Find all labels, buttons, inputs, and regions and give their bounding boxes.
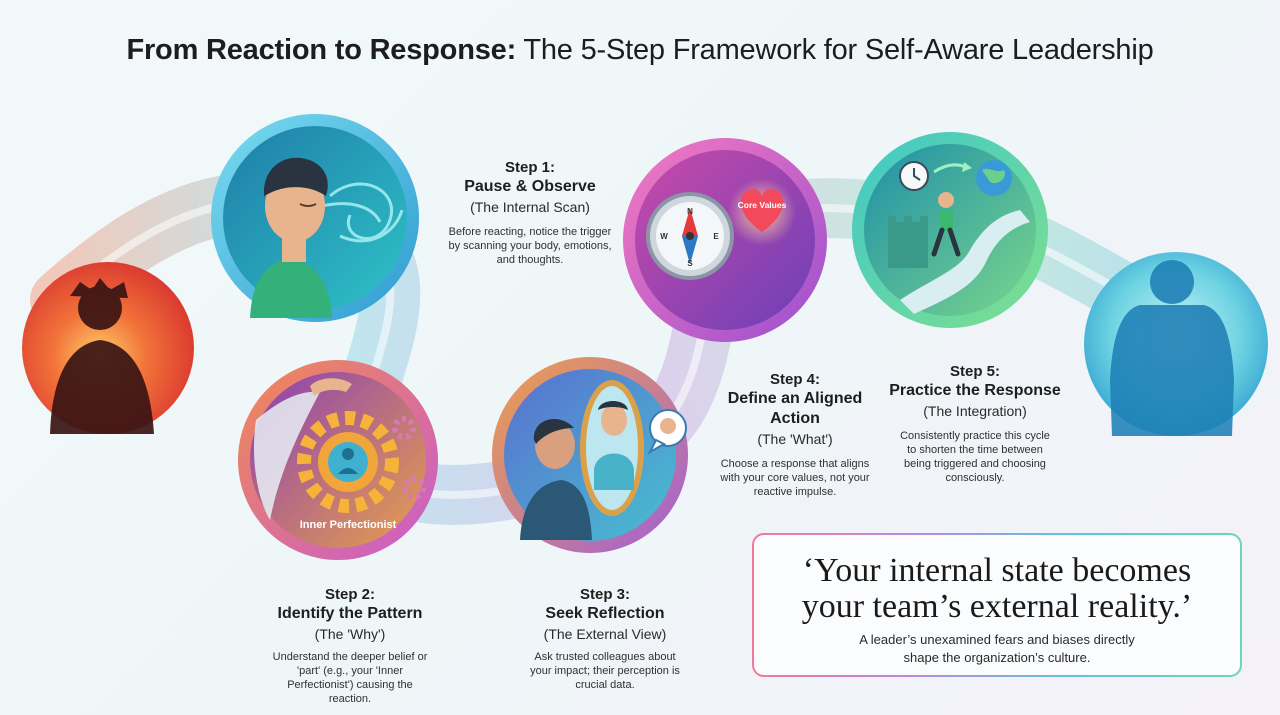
step1-text: Step 1: Pause & Observe (The Internal Sc… [430,158,630,267]
step3-description: Ask trusted colleagues about your impact… [530,651,680,691]
globe-icon [976,160,1012,196]
heart-icon: Core Values [728,178,796,246]
gear-icon [297,411,399,513]
man-with-eyes-closed-icon [250,157,332,318]
compass-e-label: E [713,232,719,241]
step2-description: Understand the deeper belief or 'part' (… [272,651,428,705]
step1-number: Step 1: [504,159,555,176]
breath-swirl-icon [321,182,404,243]
inner-perfectionist-label: Inner Perfectionist [300,519,397,531]
conscious-leader-circle [1084,252,1268,436]
step2-name: Identify the Pattern [277,605,423,622]
step2-number: Step 2: [324,586,375,603]
step1-illustration [211,114,419,322]
step3-subtitle: (The External View) [543,626,667,642]
winding-path-icon [888,210,1030,314]
step4-text: Step 4: Define an Aligned Action (The 'W… [700,370,890,499]
step5-illustration [852,132,1048,328]
step4-number: Step 4: [769,371,820,388]
small-gear-icon [392,416,426,500]
title-rest: The 5-Step Framework for Self-Aware Lead… [516,34,1154,66]
compass-icon: N E W S [646,192,734,280]
quote-subtext: A leader’s unexamined fears and biases d… [859,632,1135,665]
quote-card: ‘Your internal state becomes your team’s… [752,533,1242,677]
reactive-silhouette-icon [50,278,154,434]
step2-subtitle: (The 'Why') [314,626,386,642]
step4-subtitle: (The 'What') [757,431,833,447]
conscious-silhouette-icon [1110,260,1234,436]
compass-s-label: S [687,259,693,268]
step5-subtitle: (The Integration) [923,403,1027,419]
veil-hand-icon [253,378,352,520]
quote-text: ‘Your internal state becomes your team’s… [801,552,1193,625]
step3-text: Step 3: Seek Reflection (The External Vi… [505,585,705,692]
step4-illustration: N E W S Core Values [623,138,827,342]
step3-illustration [492,357,688,553]
man-facing-mirror-icon [520,418,592,540]
clock-icon [899,161,929,191]
step4-name: Define an Aligned Action [727,390,863,427]
page-title: From Reaction to Response: The 5-Step Fr… [0,30,1280,70]
compass-w-label: W [660,232,668,241]
step4-description: Choose a response that aligns with your … [720,458,870,498]
step3-number: Step 3: [579,586,630,603]
step5-name: Practice the Response [889,382,1061,399]
mirror-icon [580,380,644,516]
step3-name: Seek Reflection [545,605,665,622]
compass-n-label: N [687,207,693,216]
core-values-label: Core Values [738,200,787,210]
step5-number: Step 5: [949,363,1000,380]
step5-text: Step 5: Practice the Response (The Integ… [860,362,1090,485]
step1-name: Pause & Observe [464,178,596,195]
reactive-leader-circle [22,262,194,434]
step1-subtitle: (The Internal Scan) [470,199,590,215]
walking-man-icon [931,192,961,257]
step2-text: Step 2: Identify the Pattern (The 'Why')… [250,585,450,706]
step2-illustration: Inner Perfectionist [238,360,438,560]
step5-description: Consistently practice this cycle to shor… [900,430,1050,484]
title-bold: From Reaction to Response: [126,34,517,66]
step1-description: Before reacting, notice the trigger by s… [448,226,612,266]
speech-bubble-icon [647,409,687,455]
